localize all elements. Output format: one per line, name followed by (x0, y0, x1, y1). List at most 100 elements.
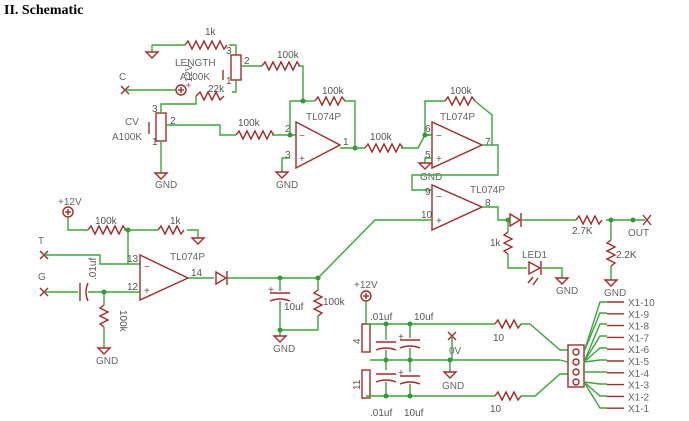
svg-text:+: + (398, 368, 404, 379)
resistor-out (575, 214, 603, 226)
pot-length-value: A100K (180, 72, 210, 83)
resistor-t-1k (157, 224, 185, 236)
pot-cv-name: CV (125, 117, 139, 128)
opamp-b-pin5: 5 (425, 150, 431, 161)
opamp-a-pin3: 3 (285, 150, 291, 161)
label-12v-left: +12V (58, 197, 82, 208)
label-12v-supply: +12V (354, 280, 378, 291)
svg-text:+: + (299, 154, 305, 165)
pot-cv-pin3: 3 (152, 104, 158, 115)
opamp-b-pin6: 6 (425, 124, 431, 135)
gnd-label-power: GND (442, 381, 464, 392)
label-r-t-in: 100k (95, 216, 118, 227)
svg-text:+: + (436, 216, 442, 227)
opamp-d-pin12: 12 (127, 282, 139, 293)
opamp-a-label: TL074P (306, 112, 341, 123)
resistor-22k (195, 90, 225, 102)
label-c-10uf: 10uf (284, 302, 304, 313)
connector-label-2: X1-2 (628, 392, 650, 403)
connector-label-7: X1-7 (628, 333, 650, 344)
gnd-symbol-top (144, 45, 160, 59)
label-r-len-out: 100k (277, 50, 300, 61)
connector-label-3: X1-3 (628, 381, 650, 392)
label-r-stage2: 100k (370, 132, 393, 143)
pot-cv-value: A100K (112, 132, 142, 143)
connector-label-9: X1-9 (628, 310, 650, 321)
svg-text:−: − (436, 192, 442, 203)
label-r-fb2: 100k (450, 86, 473, 97)
label-r-x1-b: 10 (490, 404, 502, 415)
schematic-heading: II. Schematic (4, 3, 84, 18)
pot-cv-pin1: 1 (152, 137, 158, 148)
connector-label-10: X1-10 (628, 298, 655, 309)
svg-text:−: − (144, 262, 150, 273)
connector-label-5: X1-5 (628, 357, 650, 368)
resistor-t-in (87, 224, 127, 236)
label-0v: 0V (449, 346, 462, 357)
label-r-led: 1k (490, 238, 502, 249)
gnd-label-a: GND (276, 180, 298, 191)
opamp-b-label: TL074P (440, 112, 475, 123)
label-c-pair2b: 10uf (404, 408, 424, 419)
connector-label-1: X1-1 (628, 404, 650, 415)
pot-length-body (230, 54, 242, 81)
gnd-symbol-out (603, 279, 619, 287)
opamp-b-pin7: 7 (485, 137, 491, 148)
diode-output (509, 212, 522, 228)
opamp-a-pin1: 1 (343, 137, 349, 148)
gnd-label-led: GND (556, 286, 578, 297)
opamp-a (295, 120, 342, 170)
input-t-label: T (38, 236, 44, 247)
label-r-cap-load: 100k (323, 297, 346, 308)
label-r-out: 2.7K (572, 226, 593, 237)
opamp-d (139, 253, 190, 302)
opamp-c (431, 183, 484, 232)
opamp-c-label: TL074P (470, 185, 505, 196)
gnd-symbol-b (417, 162, 433, 170)
connector-label-4: X1-4 (628, 369, 650, 380)
input-g-label: G (38, 272, 46, 283)
gnd-symbol-led (554, 277, 570, 285)
pot-length-pin2: 2 (244, 56, 250, 67)
resistor-x1-a (494, 318, 522, 330)
gnd-symbol-a (274, 171, 290, 179)
power-12v-supply (360, 290, 372, 302)
pot-length-pin3: 3 (226, 46, 232, 57)
gnd-symbol-t (190, 237, 206, 245)
label-r-g: 100k (117, 310, 128, 333)
resistor-cv-in (235, 129, 275, 141)
supply-pin11: 11 (352, 379, 363, 390)
resistor-length-top (184, 39, 228, 51)
label-r-length-top: 1k (205, 27, 217, 38)
connector-label-6: X1-6 (628, 345, 650, 356)
input-c-label: C (119, 72, 126, 83)
opamp-supply-pin4-bar (361, 323, 371, 353)
output-terminal[interactable] (642, 214, 652, 226)
label-c-g: .01uf (88, 258, 99, 280)
power-12v-circle (175, 84, 187, 96)
svg-text:+: + (144, 286, 150, 297)
gnd-label-cv: GND (155, 180, 177, 191)
pot-length-pin1: 1 (226, 76, 232, 87)
gnd-label-cap: GND (273, 344, 295, 355)
capacitor-g (79, 282, 89, 302)
svg-text:+: + (268, 285, 274, 296)
resistor-length-out (261, 60, 301, 72)
label-r-cv-in: 100k (238, 118, 261, 129)
pot-cv-pin2: 2 (170, 116, 176, 127)
svg-text:+: + (398, 332, 404, 343)
capacitor-10uf: + (268, 285, 291, 302)
gnd-symbol-power (442, 371, 458, 379)
led-symbol (527, 260, 542, 286)
gnd-label-b: GND (420, 172, 442, 183)
gnd-label-out: GND (604, 288, 626, 299)
resistor-stage2-in (364, 142, 404, 154)
opamp-c-pin9: 9 (425, 187, 431, 198)
gnd-symbol-g (96, 347, 112, 355)
connector-label-8: X1-8 (628, 322, 650, 333)
opamp-d-pin14: 14 (191, 268, 203, 279)
gnd-symbol-cap (272, 335, 288, 343)
led-label: LED1 (522, 250, 547, 261)
svg-text:+: + (436, 154, 442, 165)
